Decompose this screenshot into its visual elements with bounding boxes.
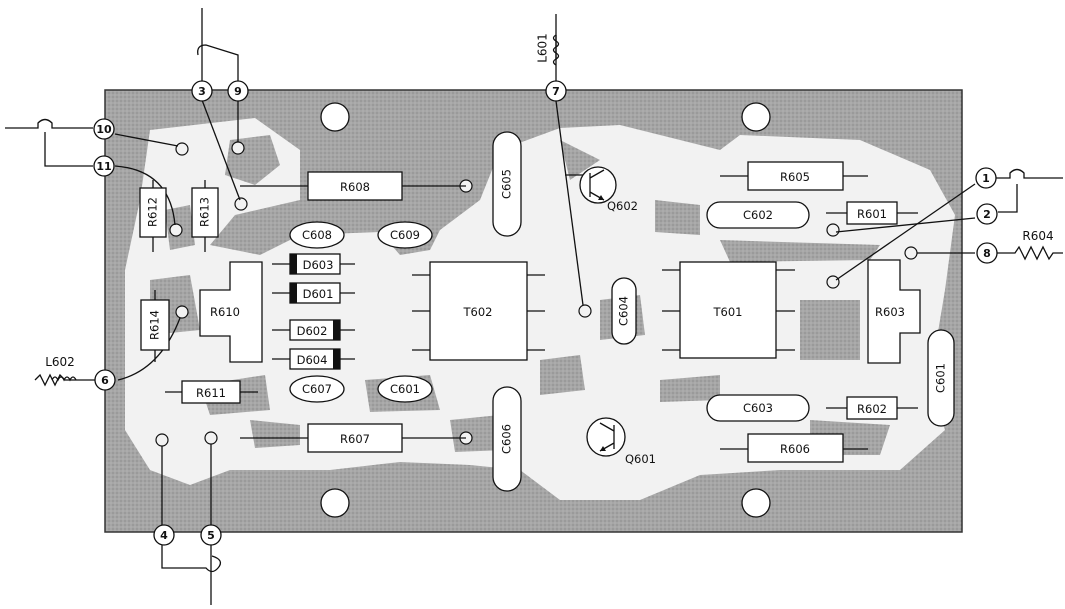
capacitor-c605: C605 (492, 131, 522, 237)
svg-text:8: 8 (983, 247, 991, 260)
terminal-4: 4 (153, 524, 175, 546)
resistor-r612: R612 (139, 187, 167, 238)
capacitor-c601-left: C601 (377, 375, 433, 403)
capacitor-c608: C608 (289, 221, 345, 249)
svg-text:C605: C605 (500, 169, 514, 199)
terminal-7: 7 (545, 80, 567, 102)
svg-text:R603: R603 (875, 305, 905, 319)
resistor-r613: R613 (191, 187, 219, 238)
terminal-1: 1 (975, 167, 997, 189)
svg-text:R611: R611 (196, 386, 226, 400)
svg-text:D602: D602 (297, 324, 328, 338)
svg-text:5: 5 (207, 529, 215, 542)
resistor-r604-external: R604 (1022, 229, 1053, 243)
svg-text:C601: C601 (390, 382, 420, 396)
solder-pads (155, 141, 918, 447)
terminal-6: 6 (94, 369, 116, 391)
svg-text:R607: R607 (340, 432, 370, 446)
svg-text:C604: C604 (617, 296, 631, 326)
svg-text:C607: C607 (302, 382, 332, 396)
resistor-r602: R602 (846, 396, 898, 420)
terminal-2: 2 (976, 203, 998, 225)
transformer-t602: T602 (429, 261, 528, 361)
terminal-10: 10 (93, 118, 115, 140)
svg-text:R604: R604 (1022, 229, 1053, 243)
svg-text:C609: C609 (390, 228, 420, 242)
transformer-t601: T601 (679, 261, 777, 359)
resistor-r610: R610 (199, 261, 263, 363)
svg-text:Q601: Q601 (625, 452, 656, 466)
svg-text:T601: T601 (713, 305, 743, 319)
svg-text:C601: C601 (934, 363, 948, 393)
inductor-l602: L602 (45, 355, 77, 382)
svg-text:R608: R608 (340, 180, 370, 194)
svg-text:D604: D604 (297, 353, 328, 367)
svg-text:R614: R614 (148, 310, 162, 340)
capacitor-c609: C609 (377, 221, 433, 249)
svg-text:C602: C602 (743, 208, 773, 222)
capacitor-c604: C604 (611, 277, 637, 345)
svg-text:C603: C603 (743, 401, 773, 415)
svg-text:R601: R601 (857, 207, 887, 221)
transistor-q601: Q601 (586, 417, 656, 466)
terminal-8: 8 (976, 242, 998, 264)
diode-d601: D601 (289, 282, 341, 304)
svg-text:D601: D601 (303, 287, 334, 301)
svg-text:L601: L601 (536, 33, 550, 63)
transistor-q602: Q602 (579, 166, 638, 213)
capacitor-c601-right: C601 (927, 329, 955, 427)
svg-text:6: 6 (101, 374, 109, 387)
mounting-holes (320, 102, 771, 518)
component-leads (152, 35, 918, 450)
resistor-r614: R614 (140, 299, 170, 351)
svg-text:D603: D603 (303, 258, 334, 272)
svg-text:3: 3 (198, 85, 206, 98)
svg-text:R612: R612 (146, 197, 160, 227)
svg-text:C608: C608 (302, 228, 332, 242)
svg-text:R602: R602 (857, 402, 887, 416)
diode-d604: D604 (289, 348, 341, 370)
capacitor-c606: C606 (492, 386, 522, 492)
diode-d603: D603 (289, 253, 341, 275)
resistor-r601: R601 (846, 201, 898, 225)
svg-text:10: 10 (96, 123, 112, 136)
svg-text:Q602: Q602 (607, 199, 638, 213)
svg-text:R606: R606 (780, 442, 810, 456)
svg-text:4: 4 (160, 529, 168, 542)
svg-text:C606: C606 (500, 424, 514, 454)
resistor-r607: R607 (307, 423, 403, 453)
resistor-r606: R606 (747, 433, 844, 463)
svg-text:T602: T602 (463, 305, 493, 319)
terminal-11: 11 (93, 155, 115, 177)
svg-text:R610: R610 (210, 305, 240, 319)
capacitor-c603: C603 (706, 394, 810, 422)
resistor-r605: R605 (747, 161, 844, 191)
svg-text:11: 11 (96, 160, 111, 173)
diode-d602: D602 (289, 319, 341, 341)
terminal-5: 5 (200, 524, 222, 546)
terminal-9: 9 (227, 80, 249, 102)
capacitor-c602: C602 (706, 201, 810, 229)
resistor-r608: R608 (307, 171, 403, 201)
external-wiring (5, 8, 1063, 605)
resistor-r603: R603 (867, 259, 921, 364)
svg-text:R613: R613 (198, 197, 212, 227)
capacitor-c607: C607 (289, 375, 345, 403)
svg-text:R605: R605 (780, 170, 810, 184)
inductor-l601: L601 (536, 33, 560, 66)
svg-text:9: 9 (234, 85, 242, 98)
svg-text:1: 1 (982, 172, 990, 185)
svg-text:7: 7 (552, 85, 560, 98)
terminal-3: 3 (191, 80, 213, 102)
resistor-r611: R611 (181, 380, 241, 404)
svg-text:2: 2 (983, 208, 991, 221)
svg-text:L602: L602 (45, 355, 75, 369)
